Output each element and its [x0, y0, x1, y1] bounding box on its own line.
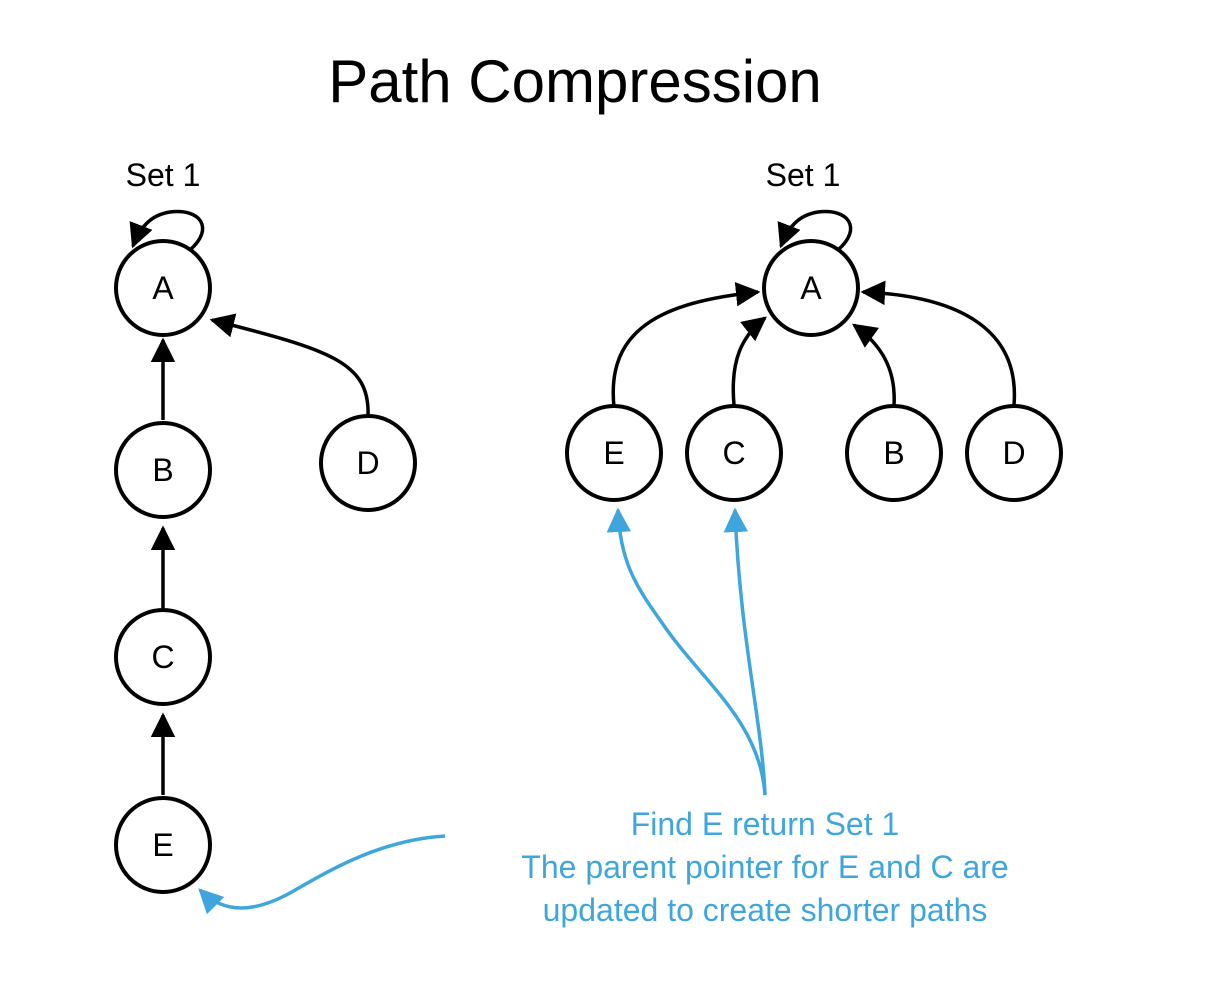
left-node-b: B	[114, 421, 212, 519]
callout-arrow-to-left-e	[198, 834, 446, 915]
right-node-d: D	[965, 404, 1063, 502]
left-node-a-label: A	[152, 270, 174, 306]
annotation-line-2: The parent pointer for E and C are	[521, 849, 1008, 885]
right-a-self-loop	[777, 209, 853, 252]
left-node-a: A	[114, 239, 212, 337]
left-node-c-label: C	[151, 639, 174, 675]
right-edge-b-to-a	[852, 323, 896, 406]
right-node-a-label: A	[800, 270, 822, 306]
diagram-title: Path Compression	[328, 48, 822, 115]
left-tree: Set 1 A B C E D	[114, 157, 417, 894]
right-node-b: B	[845, 404, 943, 502]
left-node-e-label: E	[152, 827, 173, 863]
right-edge-c-to-a	[731, 316, 767, 406]
left-node-e: E	[114, 796, 212, 894]
left-set-label: Set 1	[126, 157, 201, 193]
callout-arrow-to-right-e	[606, 507, 767, 796]
right-node-c: C	[685, 404, 783, 502]
right-node-b-label: B	[883, 435, 904, 471]
right-edge-d-to-a	[860, 280, 1017, 406]
right-node-a: A	[762, 239, 860, 337]
right-node-e: E	[565, 404, 663, 502]
annotation-callouts: Find E return Set 1 The parent pointer f…	[198, 507, 1009, 928]
left-node-d-label: D	[356, 445, 379, 481]
right-node-e-label: E	[603, 435, 624, 471]
right-tree: Set 1 A E C B D	[565, 157, 1063, 502]
left-node-c: C	[114, 608, 212, 706]
left-a-self-loop	[129, 209, 205, 252]
left-edge-d-to-a	[209, 313, 370, 417]
right-edge-e-to-a	[611, 282, 761, 408]
left-node-b-label: B	[152, 452, 173, 488]
right-set-label: Set 1	[766, 157, 841, 193]
right-node-d-label: D	[1002, 435, 1025, 471]
annotation-line-1: Find E return Set 1	[631, 806, 900, 842]
annotation-line-3: updated to create shorter paths	[543, 892, 988, 928]
callout-arrow-to-right-c	[723, 507, 767, 796]
left-node-d: D	[319, 414, 417, 512]
right-node-c-label: C	[722, 435, 745, 471]
